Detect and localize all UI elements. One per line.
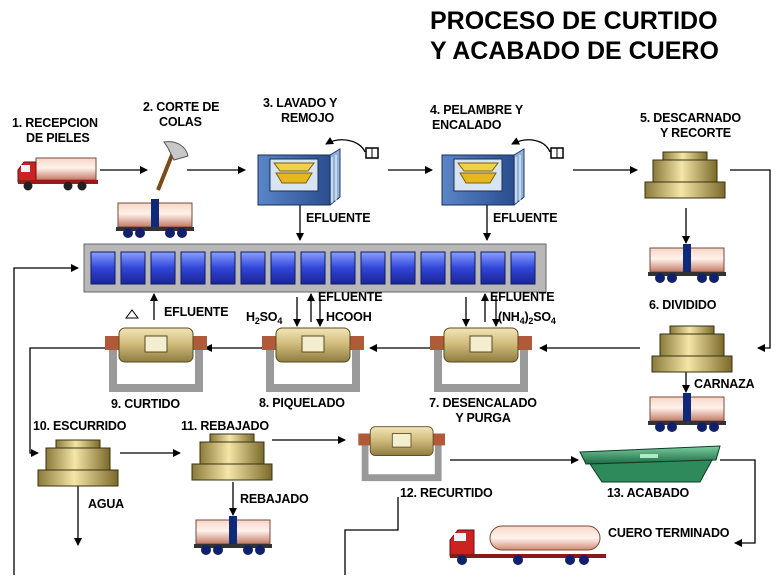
step-7-line-2: Y PURGA xyxy=(455,411,511,425)
drum-icon xyxy=(430,328,532,388)
step-3-label: 3. LAVADO Y REMOJO xyxy=(263,96,337,126)
valve-icon xyxy=(365,147,379,159)
h2so4-so: SO xyxy=(259,310,278,324)
channel-cell xyxy=(150,251,176,285)
chrome-drop-icon xyxy=(125,309,139,319)
channel-cell xyxy=(390,251,416,285)
step-1-line-2: DE PIELES xyxy=(26,131,90,145)
step-7-label: 7. DESENCALADO Y PURGA xyxy=(408,396,558,426)
step-9-label: 9. CURTIDO xyxy=(111,397,180,411)
effluent-channel xyxy=(83,243,547,293)
effluent-label-8: EFLUENTE xyxy=(318,290,383,304)
step-4-line-1: 4. PELAMBRE Y xyxy=(430,103,524,117)
carnaza-label: CARNAZA xyxy=(694,377,755,391)
step-5-line-2: Y RECORTE xyxy=(660,126,731,140)
press-icon xyxy=(191,433,273,481)
step-1-line-1: 1. RECEPCION xyxy=(12,116,98,130)
step-5-line-1: 5. DESCARNADO xyxy=(640,111,741,125)
h2so4-h: H xyxy=(246,310,255,324)
effluent-label-4: EFLUENTE xyxy=(493,211,558,225)
title-line-2: Y ACABADO DE CUERO xyxy=(430,37,719,65)
step-4-line-2: ENCALADO xyxy=(432,118,502,132)
h2so4-label: H2SO4 xyxy=(246,310,282,326)
step-1-label: 1. RECEPCION DE PIELES xyxy=(12,116,98,146)
step-8-label: 8. PIQUELADO xyxy=(259,396,345,410)
effluent-label-7: EFLUENTE xyxy=(490,290,555,304)
nh4-sub-3: 4 xyxy=(550,316,556,326)
title-line-1: PROCESO DE CURTIDO xyxy=(430,7,718,35)
cart-icon xyxy=(647,392,727,433)
press-icon xyxy=(644,151,726,199)
step-2-line-1: 2. CORTE DE xyxy=(143,100,220,114)
step-3-line-1: 3. LAVADO Y xyxy=(263,96,338,110)
press-icon xyxy=(37,439,119,487)
page-title: PROCESO DE CURTIDO Y ACABADO DE CUERO xyxy=(430,6,770,66)
tanker-truck-icon xyxy=(449,525,606,565)
channel-cell xyxy=(480,251,506,285)
hcooh-label: HCOOH xyxy=(326,310,372,324)
tank-icon xyxy=(441,148,525,206)
nh4-open: (NH xyxy=(498,310,520,324)
channel-cell xyxy=(360,251,386,285)
step-13-label: 13. ACABADO xyxy=(607,486,690,500)
channel-cell xyxy=(270,251,296,285)
drum-icon xyxy=(105,328,207,388)
step-4-label: 4. PELAMBRE Y ENCALADO xyxy=(430,103,523,133)
rebajado-output-label: REBAJADO xyxy=(240,492,309,506)
cuero-terminado-label: CUERO TERMINADO xyxy=(608,526,730,540)
agua-label: AGUA xyxy=(88,497,125,511)
channel-cell xyxy=(180,251,206,285)
channel-cell xyxy=(210,251,236,285)
channel-cell xyxy=(510,251,536,285)
truck-icon xyxy=(17,157,98,191)
nh4-sub-2: 2 xyxy=(528,316,534,326)
channel-cell xyxy=(120,251,146,285)
channel-cell xyxy=(420,251,446,285)
h2so4-sub-2: 4 xyxy=(277,316,283,326)
nh4-sub-1: 4 xyxy=(519,316,525,326)
channel-cell xyxy=(450,251,476,285)
nh4-so: SO xyxy=(533,310,551,324)
step-2-line-2: COLAS xyxy=(159,115,202,129)
effluent-label-9: EFLUENTE xyxy=(164,305,229,319)
step-10-label: 10. ESCURRIDO xyxy=(33,419,127,433)
drum-icon xyxy=(262,328,364,388)
cart-icon xyxy=(647,243,727,284)
step-11-label: 11. REBAJADO xyxy=(181,419,269,433)
channel-cell xyxy=(300,251,326,285)
channel-cell xyxy=(330,251,356,285)
tank-icon xyxy=(257,148,341,206)
channel-cell xyxy=(240,251,266,285)
press-icon xyxy=(651,325,733,373)
cart-icon xyxy=(193,515,273,556)
ammonium-sulfate-label: (NH4)2SO4 xyxy=(498,310,556,326)
nh4-close: ) xyxy=(524,310,529,324)
step-12-label: 12. RECURTIDO xyxy=(400,486,493,500)
step-7-line-1: 7. DESENCALADO xyxy=(429,396,537,410)
step-2-label: 2. CORTE DE COLAS xyxy=(143,100,219,130)
cart-icon xyxy=(115,198,195,239)
channel-cell xyxy=(90,251,116,285)
h2so4-sub-1: 2 xyxy=(254,316,260,326)
step-6-label: 6. DIVIDIDO xyxy=(649,298,717,312)
valve-icon xyxy=(550,147,564,159)
step-5-label: 5. DESCARNADO Y RECORTE xyxy=(640,111,741,141)
finishing-machine-icon xyxy=(579,445,721,483)
flow-arrows xyxy=(13,137,771,575)
step-3-line-2: REMOJO xyxy=(281,111,334,125)
drum-icon xyxy=(358,426,445,482)
effluent-label-3: EFLUENTE xyxy=(306,211,371,225)
axe-icon xyxy=(156,141,189,191)
